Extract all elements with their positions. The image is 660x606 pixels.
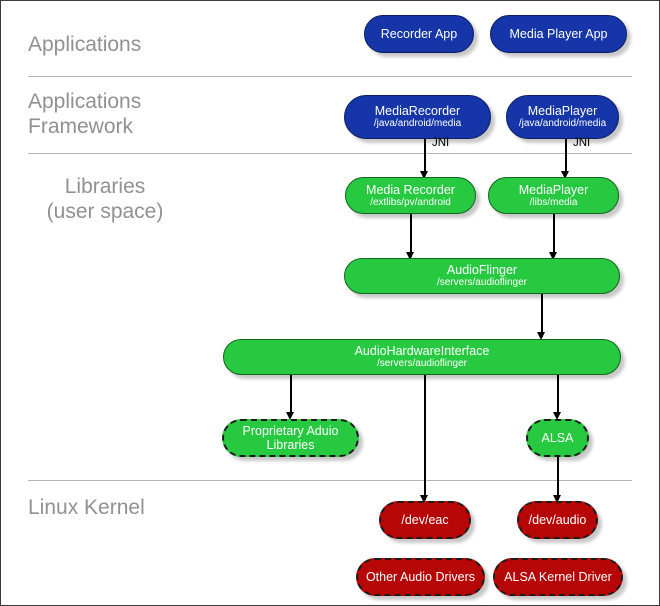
node-title: ALSA bbox=[541, 431, 574, 445]
node-title: MediaPlayer bbox=[527, 104, 598, 118]
node-audioflinger[interactable]: AudioFlinger /servers/audioflinger bbox=[344, 258, 620, 294]
node-alsa-kernel-driver[interactable]: ALSA Kernel Driver bbox=[493, 558, 623, 596]
connector-mediarecorder-jni bbox=[424, 139, 426, 175]
node-audiohardwareinterface[interactable]: AudioHardwareInterface /servers/audiofli… bbox=[223, 339, 621, 375]
node-title: Media Recorder bbox=[366, 182, 455, 197]
node-mediaplayer-lib[interactable]: MediaPlayer /libs/media bbox=[488, 177, 619, 214]
node-subtitle: /extlibs/pv/android bbox=[370, 196, 451, 208]
arrowhead-audioflinger-audiohardwareinterface bbox=[537, 332, 545, 340]
node-title: AudioFlinger bbox=[446, 263, 518, 277]
layer-label-applications: Applications bbox=[28, 33, 142, 56]
node-title: Proprietary Aduio bbox=[242, 424, 339, 438]
node-title: MediaRecorder bbox=[374, 104, 461, 118]
connector-ahi-proprietary bbox=[290, 374, 292, 416]
node-subtitle: /java/android/media bbox=[518, 118, 607, 129]
connector-mediarecorder-audioflinger bbox=[410, 213, 412, 257]
arrowhead-mediarecorder-jni bbox=[420, 171, 428, 179]
arrowhead-alsa-dev-audio bbox=[553, 495, 561, 503]
arrowhead-mediaplayer-audioflinger bbox=[549, 252, 557, 260]
node-subtitle: /servers/audioflinger bbox=[436, 277, 528, 288]
connector-label-jni-player: JNI bbox=[573, 137, 591, 149]
arrowhead-ahi-alsa bbox=[553, 412, 561, 420]
node-title-line2: Libraries bbox=[266, 438, 315, 452]
node-recorder-app[interactable]: Recorder App bbox=[364, 15, 474, 53]
node-title: /dev/eac bbox=[401, 513, 449, 527]
node-title: Recorder App bbox=[380, 27, 458, 41]
node-other-audio-drivers[interactable]: Other Audio Drivers bbox=[356, 558, 485, 596]
arrowhead-mediaplayer-jni bbox=[561, 171, 569, 179]
node-title: Media Player App bbox=[509, 27, 608, 41]
node-subtitle: /servers/audioflinger bbox=[376, 358, 468, 369]
layer-label-applications-framework: Applications Framework bbox=[28, 90, 142, 138]
node-title: MediaPlayer bbox=[518, 182, 589, 197]
divider-linux-kernel bbox=[28, 480, 632, 481]
connector-label-jni-recorder: JNI bbox=[432, 137, 450, 149]
arrowhead-ahi-dev-eac bbox=[420, 495, 428, 503]
node-mediarecorder-framework[interactable]: MediaRecorder /java/android/media bbox=[344, 95, 491, 139]
arrowhead-ahi-proprietary bbox=[286, 412, 294, 420]
node-alsa[interactable]: ALSA bbox=[526, 419, 589, 457]
node-subtitle: /libs/media bbox=[529, 196, 578, 208]
node-mediaplayer-framework[interactable]: MediaPlayer /java/android/media bbox=[506, 95, 619, 139]
layer-label-libraries: Libraries (user space) bbox=[46, 175, 164, 223]
node-media-recorder-lib[interactable]: Media Recorder /extlibs/pv/android bbox=[345, 177, 476, 214]
arrowhead-mediarecorder-audioflinger bbox=[406, 252, 414, 260]
divider-applications bbox=[28, 76, 632, 77]
node-subtitle: /java/android/media bbox=[373, 118, 462, 129]
node-media-player-app[interactable]: Media Player App bbox=[490, 15, 627, 53]
connector-mediaplayer-jni bbox=[565, 139, 567, 175]
connector-mediaplayer-audioflinger bbox=[553, 213, 555, 257]
node-dev-audio[interactable]: /dev/audio bbox=[517, 501, 598, 539]
connector-ahi-dev-eac bbox=[424, 374, 426, 500]
node-title: ALSA Kernel Driver bbox=[504, 570, 612, 584]
node-proprietary-audio-libs[interactable]: Proprietary Aduio Libraries bbox=[222, 419, 359, 457]
divider-applications-framework bbox=[28, 153, 632, 154]
connector-audioflinger-audiohardwareinterface bbox=[541, 293, 543, 337]
node-dev-eac[interactable]: /dev/eac bbox=[379, 501, 471, 539]
node-title: AudioHardwareInterface bbox=[354, 344, 490, 358]
layer-label-linux-kernel: Linux Kernel bbox=[28, 496, 145, 519]
connector-alsa-dev-audio bbox=[557, 456, 559, 500]
node-title: /dev/audio bbox=[528, 513, 587, 527]
connector-ahi-alsa bbox=[557, 374, 559, 416]
node-title: Other Audio Drivers bbox=[365, 570, 476, 584]
